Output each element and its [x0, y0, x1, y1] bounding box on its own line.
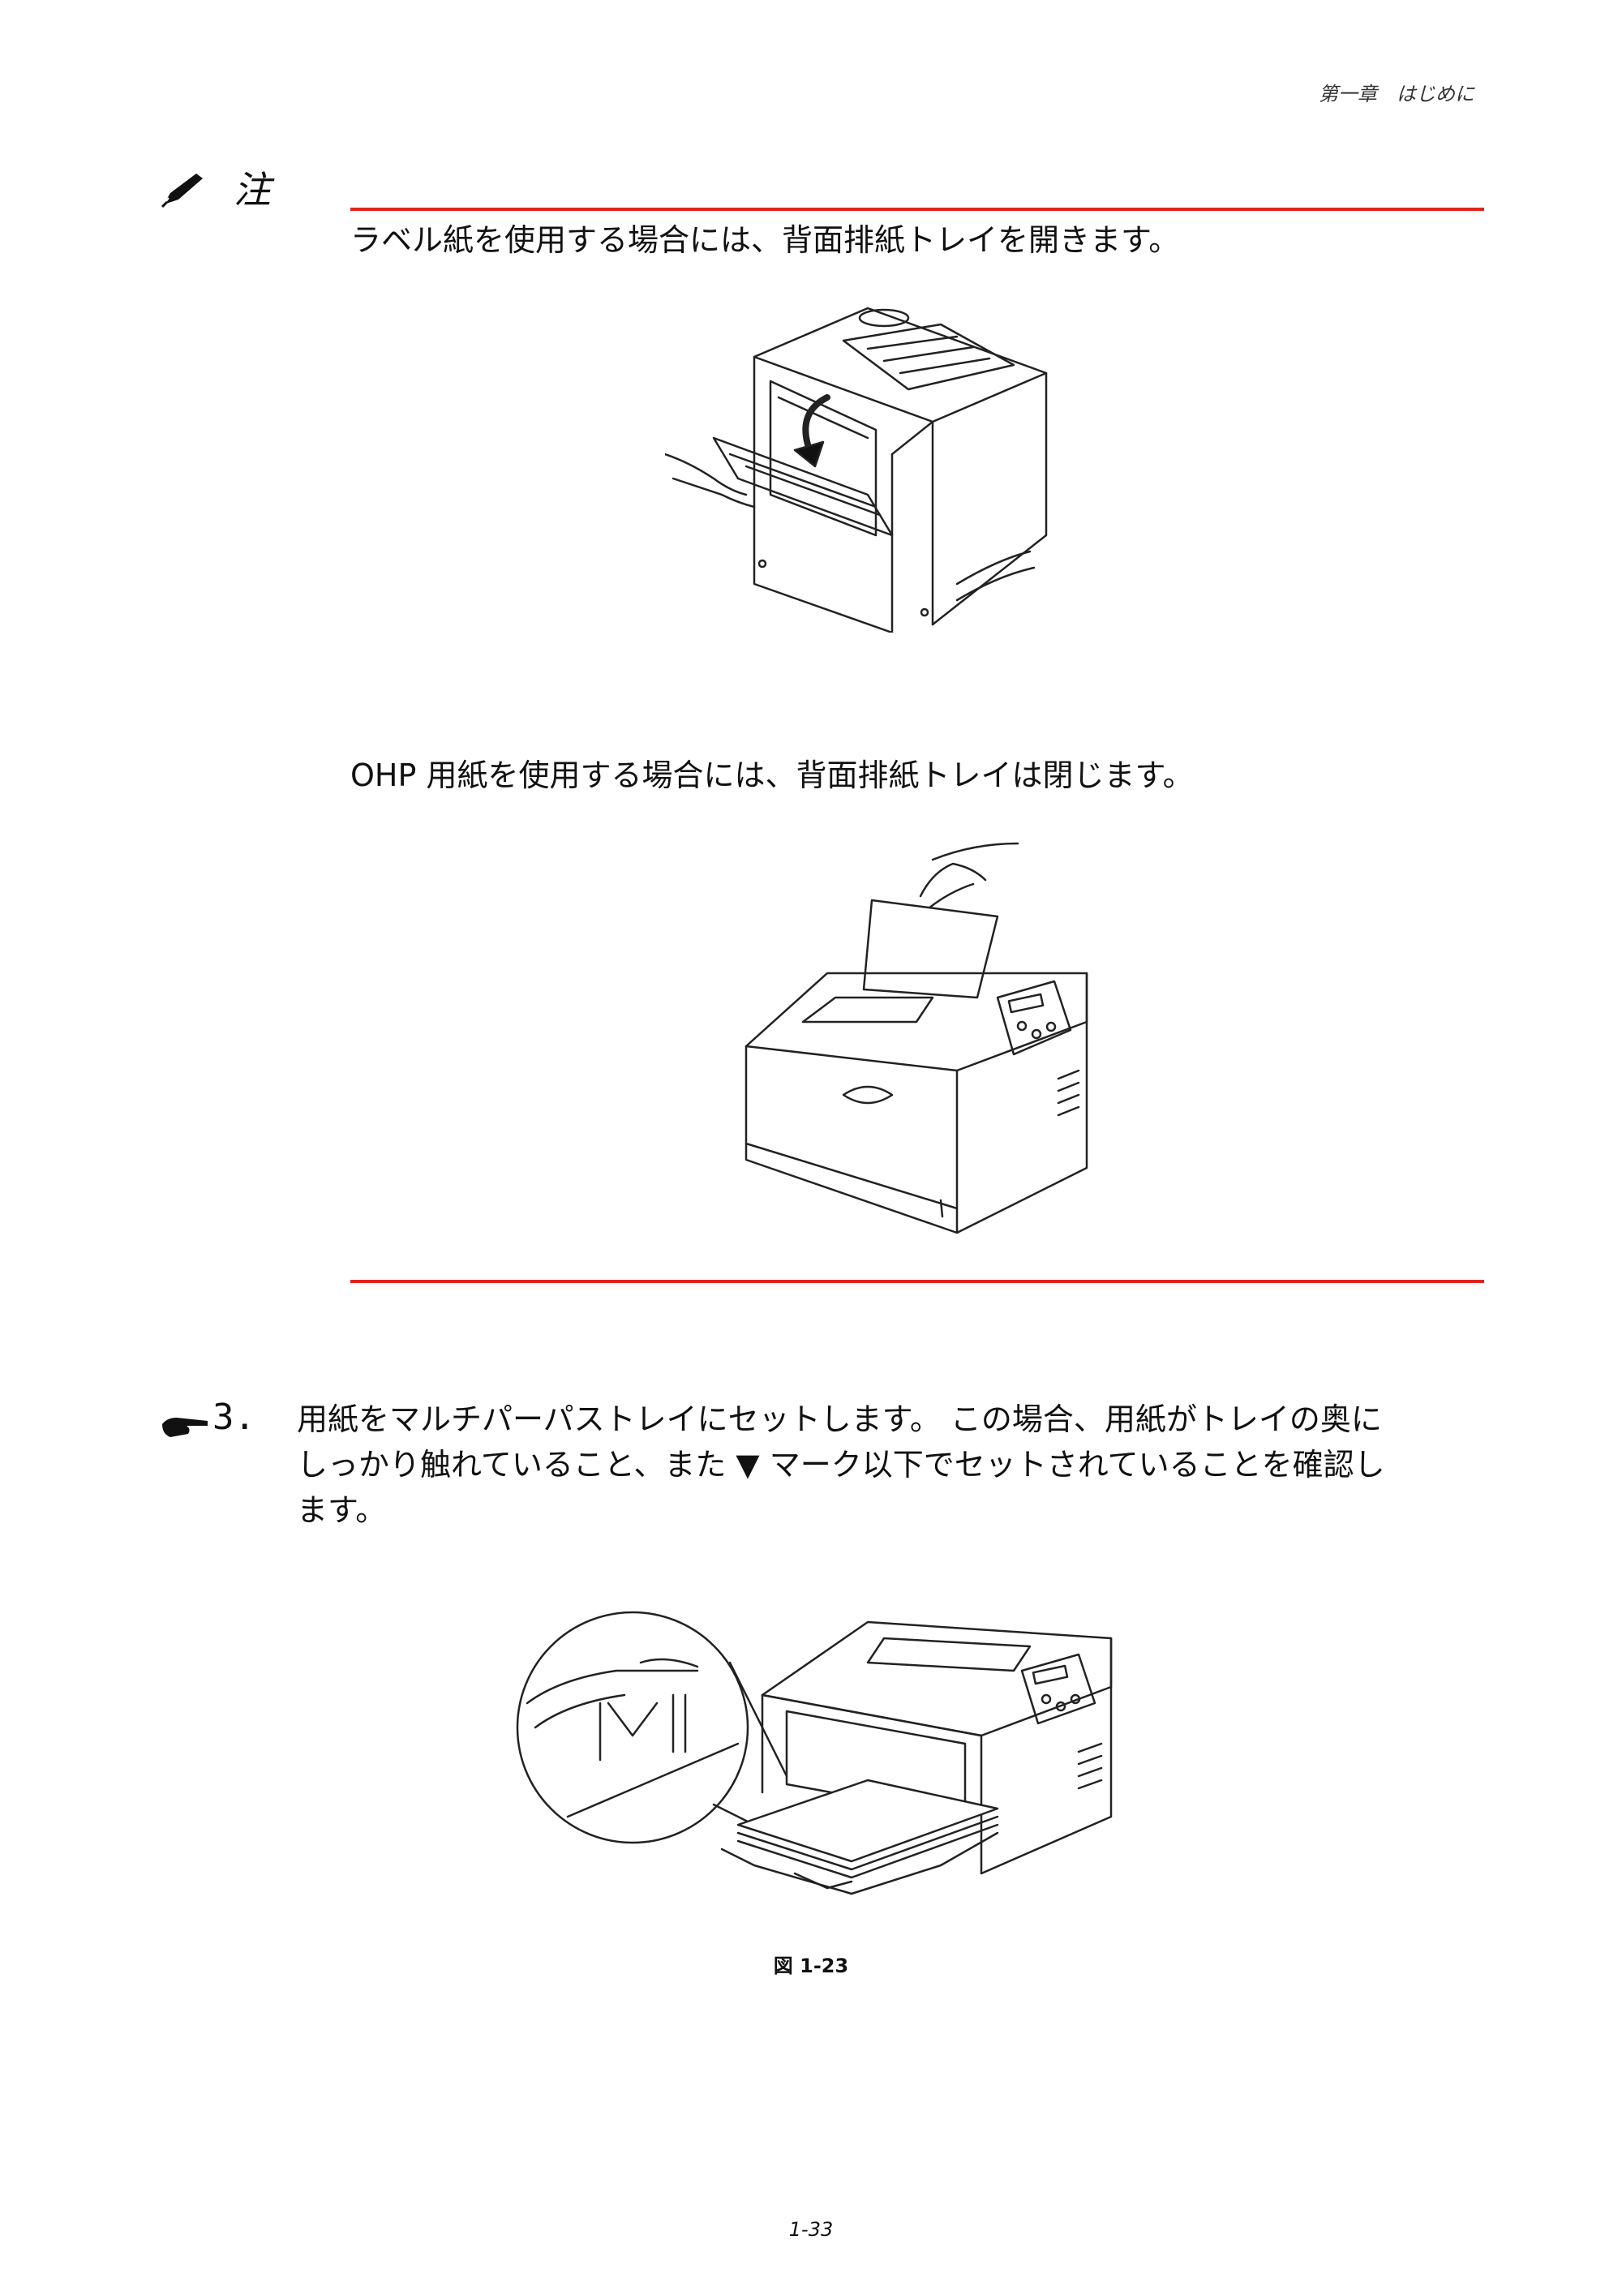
figure-caption: 図 1-23	[773, 1955, 849, 1977]
step-number: 3.	[212, 1397, 255, 1438]
step-line-3: ます。	[297, 1492, 387, 1528]
step-line-2: しっかり触れていること、また ▼ マーク以下でセットされていることを確認し	[297, 1447, 1385, 1483]
note-label: 注	[234, 168, 271, 212]
note-text-ohp-paper: OHP 用紙を使用する場合には、背面排紙トレイは閉じます。	[350, 757, 1194, 793]
printer-ohp-illustration	[744, 842, 1088, 1234]
chapter-header: 第一章 はじめに	[1319, 83, 1474, 105]
page-number: 1-33	[788, 2218, 834, 2241]
pen-icon	[161, 174, 203, 208]
step-line-1: 用紙をマルチパーパストレイにセットします。 この場合、用紙がトレイの奥に	[297, 1401, 1382, 1437]
printer-rear-tray-illustration	[665, 307, 1048, 633]
pointing-hand-icon	[162, 1418, 208, 1437]
note-bottom-rule	[350, 1280, 1484, 1283]
printer-mp-tray-illustration	[516, 1611, 1113, 1895]
note-top-rule	[350, 208, 1484, 211]
note-text-label-paper: ラベル紙を使用する場合には、背面排紙トレイを開きます。	[350, 222, 1180, 258]
step-instruction: 用紙をマルチパーパストレイにセットします。 この場合、用紙がトレイの奥に しっか…	[297, 1397, 1489, 1533]
